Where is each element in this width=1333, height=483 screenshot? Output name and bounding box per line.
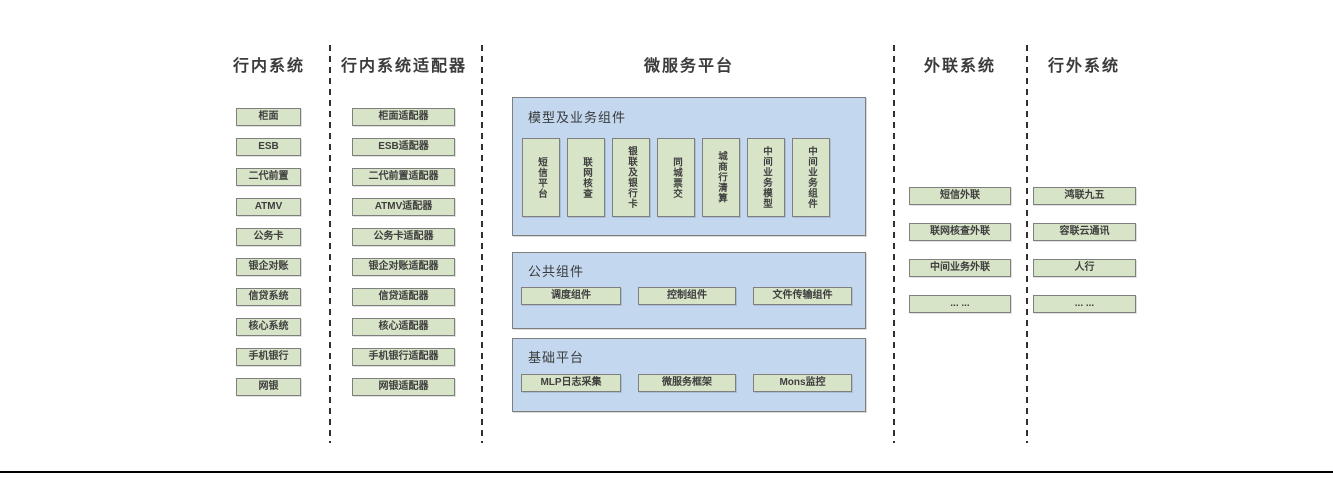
common-components-row: 调度组件控制组件文件传输组件 xyxy=(521,287,852,305)
diagram-box: ESB xyxy=(236,138,301,156)
diagram-box: 城商行清算 xyxy=(702,138,740,217)
column-separator xyxy=(329,45,331,443)
header-internal-adapters: 行内系统适配器 xyxy=(340,58,468,75)
diagram-box: 银企对账适配器 xyxy=(352,258,455,276)
diagram-box: 控制组件 xyxy=(638,287,736,305)
base-platform-row: MLP日志采集微服务框架 Mons监控 xyxy=(521,374,852,392)
diagram-box: 二代前置适配器 xyxy=(352,168,455,186)
diagram-box: 柜面适配器 xyxy=(352,108,455,126)
diagram-box: 人行 xyxy=(1033,259,1136,277)
header-internal-systems: 行内系统 xyxy=(232,58,306,75)
panel-label: 基础平台 xyxy=(528,350,585,365)
diagram-box: 短信平台 xyxy=(522,138,560,217)
diagram-box: ESB适配器 xyxy=(352,138,455,156)
column-separator xyxy=(893,45,895,443)
diagram-box: Mons监控 xyxy=(753,374,852,392)
diagram-box: 文件传输组件 xyxy=(753,287,852,305)
diagram-box: 公务卡 xyxy=(236,228,301,246)
diagram-box: ATMV适配器 xyxy=(352,198,455,216)
diagram-box: 手机银行适配器 xyxy=(352,348,455,366)
panel-label: 模型及业务组件 xyxy=(528,110,627,125)
diagram-box: 容联云通讯 xyxy=(1033,223,1136,241)
diagram-box: 鸿联九五 xyxy=(1033,187,1136,205)
diagram-box: 网银适配器 xyxy=(352,378,455,396)
header-external-link-systems: 外联系统 xyxy=(923,58,997,75)
diagram-box: 短信外联 xyxy=(909,187,1011,205)
diagram-box: 信贷适配器 xyxy=(352,288,455,306)
diagram-box: 联网核查 xyxy=(567,138,605,217)
diagram-box: 核心系统 xyxy=(236,318,301,336)
diagram-box: 调度组件 xyxy=(521,287,621,305)
column-separator xyxy=(481,45,483,443)
diagram-box: MLP日志采集 xyxy=(521,374,621,392)
external-link-systems-column: 短信外联联网核查外联中间业务外联 ... ... xyxy=(909,187,1011,313)
diagram-box: 中间业务模型 xyxy=(747,138,785,217)
header-outside-bank-systems: 行外系统 xyxy=(1047,58,1121,75)
model-components-row: 短信平台联网核查银联及银行卡同城票交城商行清算中间业务模型中间业务组件 xyxy=(522,138,830,217)
diagram-box: 二代前置 xyxy=(236,168,301,186)
diagram-box: 手机银行 xyxy=(236,348,301,366)
diagram-box: 联网核查外联 xyxy=(909,223,1011,241)
diagram-box: 同城票交 xyxy=(657,138,695,217)
diagram-box: 网银 xyxy=(236,378,301,396)
diagram-box: 银企对账 xyxy=(236,258,301,276)
bottom-border-line xyxy=(0,471,1333,473)
diagram-box: 微服务框架 xyxy=(638,374,736,392)
header-microservice-platform: 微服务平台 xyxy=(643,58,735,75)
diagram-box: ... ... xyxy=(1033,295,1136,313)
diagram-box: 中间业务外联 xyxy=(909,259,1011,277)
panel-label: 公共组件 xyxy=(528,264,585,279)
diagram-box: ... ... xyxy=(909,295,1011,313)
outside-bank-systems-column: 鸿联九五容联云通讯人行 ... ... xyxy=(1033,187,1136,313)
diagram-box: 银联及银行卡 xyxy=(612,138,650,217)
diagram-box: 中间业务组件 xyxy=(792,138,830,217)
internal-systems-column: 柜面 ESB 二代前置 ATMV 公务卡银企对账信贷系统核心系统手机银行网银 xyxy=(236,108,301,396)
column-separator xyxy=(1026,45,1028,443)
diagram-box: 核心适配器 xyxy=(352,318,455,336)
diagram-box: 公务卡适配器 xyxy=(352,228,455,246)
diagram-box: 柜面 xyxy=(236,108,301,126)
diagram-box: 信贷系统 xyxy=(236,288,301,306)
diagram-box: ATMV xyxy=(236,198,301,216)
internal-adapters-column: 柜面适配器 ESB适配器二代前置适配器 ATMV适配器公务卡适配器银企对账适配器信贷… xyxy=(352,108,455,396)
